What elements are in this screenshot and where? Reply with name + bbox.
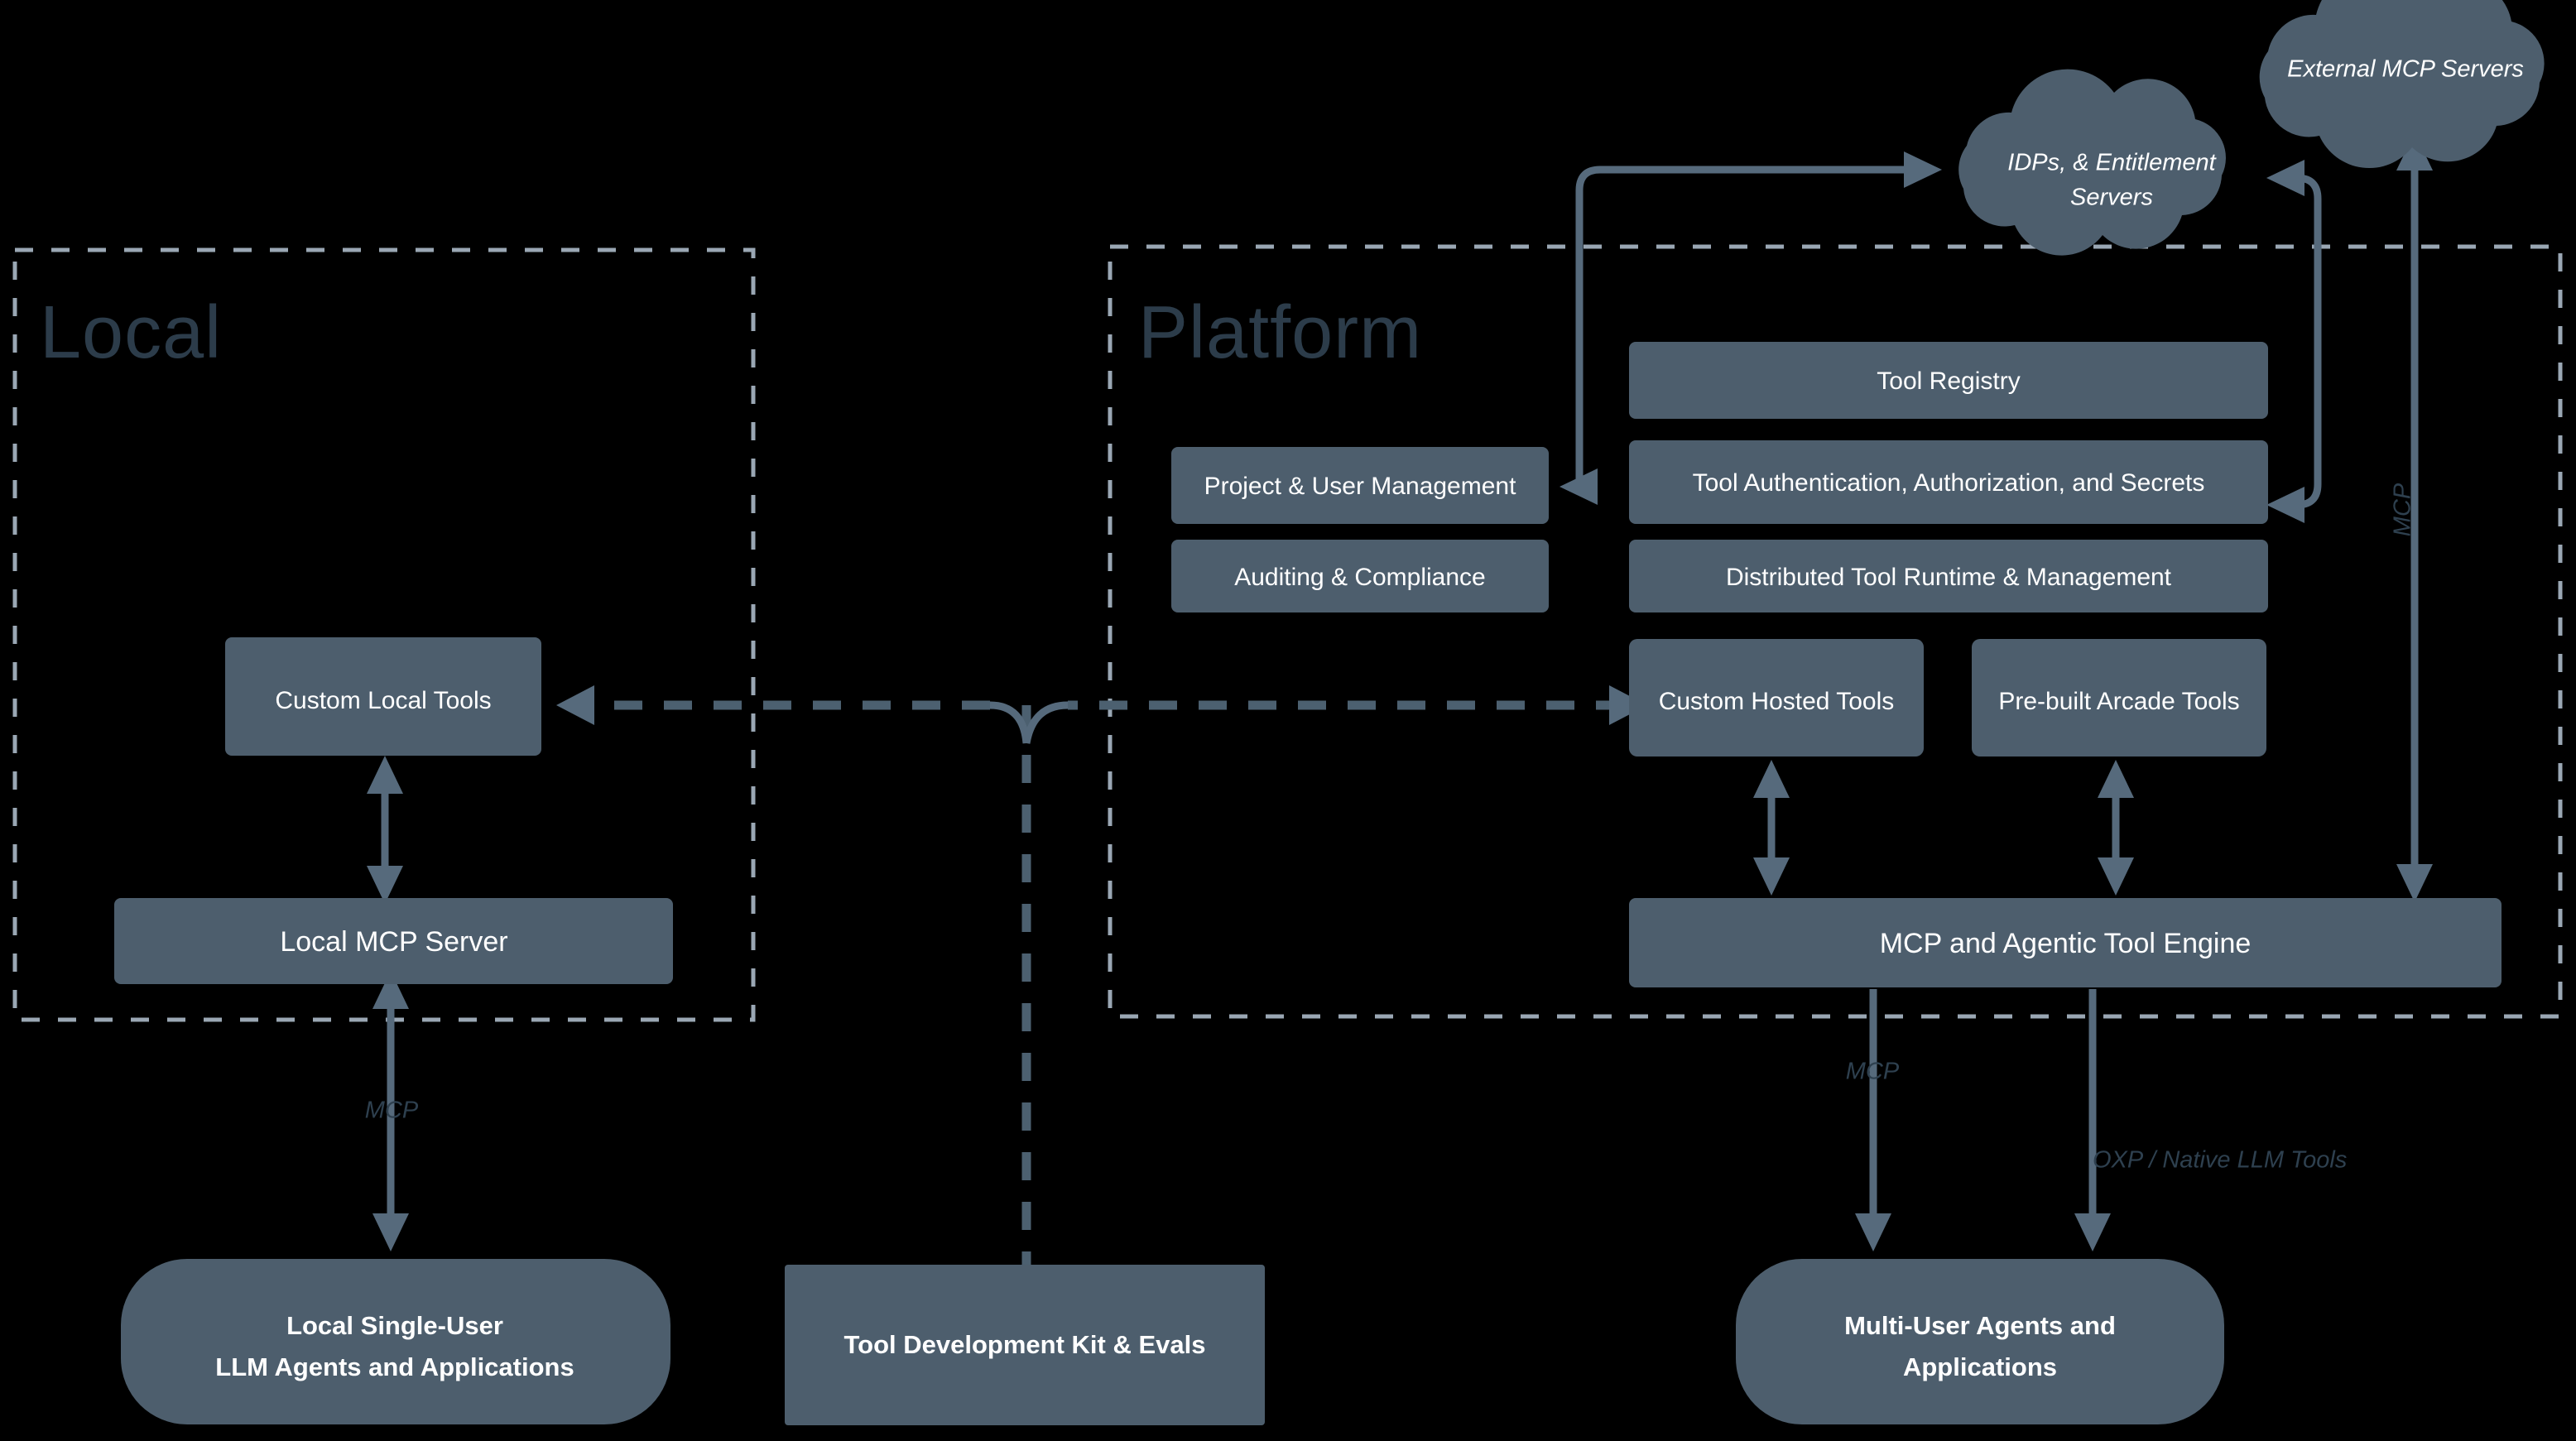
arrowhead-dashed-to-hosted-tools [1609,685,1647,725]
node-local-single-user-agents[interactable]: Local Single-User LLM Agents and Applica… [121,1259,670,1424]
node-custom-hosted-tools[interactable]: Custom Hosted Tools [1629,639,1924,757]
arrowhead-external-mcp-down [2396,864,2433,902]
node-label-multi-user-line1: Multi-User Agents and [1844,1311,2116,1340]
node-auditing-compliance[interactable]: Auditing & Compliance [1171,540,1549,612]
arrowhead-arcade-down [2098,857,2134,896]
arrowhead-external-mcp-up [2396,132,2433,171]
cloud-label-idps-line1: IDPs, & Entitlement [2007,150,2217,176]
node-label-tool-development-kit: Tool Development Kit & Evals [844,1330,1206,1359]
node-label-tool-authentication: Tool Authentication, Authorization, and … [1693,469,2205,497]
arrowhead-arcade-up [2098,760,2134,798]
cloud-label-idps-line2: Servers [2070,185,2153,211]
node-mcp-agentic-tool-engine[interactable]: MCP and Agentic Tool Engine [1629,898,2502,987]
arrowhead-custom-hosted-up [1753,760,1790,798]
arrowhead-to-idps-cloud [1904,151,1942,188]
edge-label-mcp-platform: MCP [1846,1059,1900,1085]
node-label-custom-local-tools: Custom Local Tools [275,687,491,714]
node-label-auditing-compliance: Auditing & Compliance [1234,564,1486,591]
connector-dashed-tee-right [1022,701,1069,744]
arrowhead-to-tool-auth [2266,487,2304,523]
arrowhead-custom-hosted-down [1753,857,1790,896]
arrowhead-dashed-to-local-tools [556,685,594,725]
node-label-local-mcp-server: Local MCP Server [280,926,507,958]
arrowhead-multiuser-oxp-down [2074,1213,2111,1251]
node-custom-local-tools[interactable]: Custom Local Tools [225,637,541,756]
node-label-local-agents-line2: LLM Agents and Applications [215,1352,574,1381]
node-label-tool-registry: Tool Registry [1877,367,2020,395]
node-tool-registry[interactable]: Tool Registry [1629,342,2268,419]
arrowhead-local-mcp-down [372,1213,409,1251]
node-project-user-management[interactable]: Project & User Management [1171,447,1549,524]
cloud-external-mcp-servers: External MCP Servers [2259,0,2545,169]
zone-title-local: Local [40,291,222,374]
edge-label-mcp-external: MCP [2390,483,2416,536]
node-label-local-agents-line1: Local Single-User [286,1311,503,1340]
cloud-idps-entitlement-servers: IDPs, & Entitlement Servers [1958,69,2226,256]
connector-tool-auth-to-idps [2285,174,2322,484]
arrowhead-to-project-user-management [1560,468,1598,505]
edge-label-oxp-native: OXP / Native LLM Tools [2093,1147,2347,1174]
node-label-mcp-agentic-tool-engine: MCP and Agentic Tool Engine [1880,928,2252,959]
node-label-custom-hosted-tools: Custom Hosted Tools [1659,688,1895,715]
node-label-prebuilt-arcade-tools: Pre-built Arcade Tools [1998,688,2239,715]
node-distributed-tool-runtime[interactable]: Distributed Tool Runtime & Management [1629,540,2268,612]
node-prebuilt-arcade-tools[interactable]: Pre-built Arcade Tools [1972,639,2266,757]
node-local-mcp-server[interactable]: Local MCP Server [114,898,673,984]
zone-boundary-local [12,247,756,1022]
zone-title-platform: Platform [1138,291,1422,374]
node-label-distributed-tool-runtime: Distributed Tool Runtime & Management [1726,564,2172,591]
arrowhead-idps-left [2266,160,2304,196]
connector-dashed-tee-left [989,701,1031,744]
cloud-label-external-mcp-servers: External MCP Servers [2287,56,2524,83]
arrowhead-multiuser-mcp-down [1855,1213,1891,1251]
edge-label-mcp-local: MCP [365,1098,419,1124]
node-tool-authentication[interactable]: Tool Authentication, Authorization, and … [1629,440,2268,524]
connector-project-user-to-idps [1575,166,1929,480]
arrowhead-local-tools-up [367,756,403,794]
zone-boundary-platform [1108,244,2563,1019]
node-tool-development-kit[interactable]: Tool Development Kit & Evals [785,1265,1265,1425]
arrowhead-local-mcp-up [372,971,409,1009]
node-multi-user-agents[interactable]: Multi-User Agents and Applications [1736,1259,2224,1424]
node-label-project-user-management: Project & User Management [1204,473,1516,500]
node-label-multi-user-line2: Applications [1903,1352,2057,1381]
arrowhead-local-tools-down [367,866,403,904]
